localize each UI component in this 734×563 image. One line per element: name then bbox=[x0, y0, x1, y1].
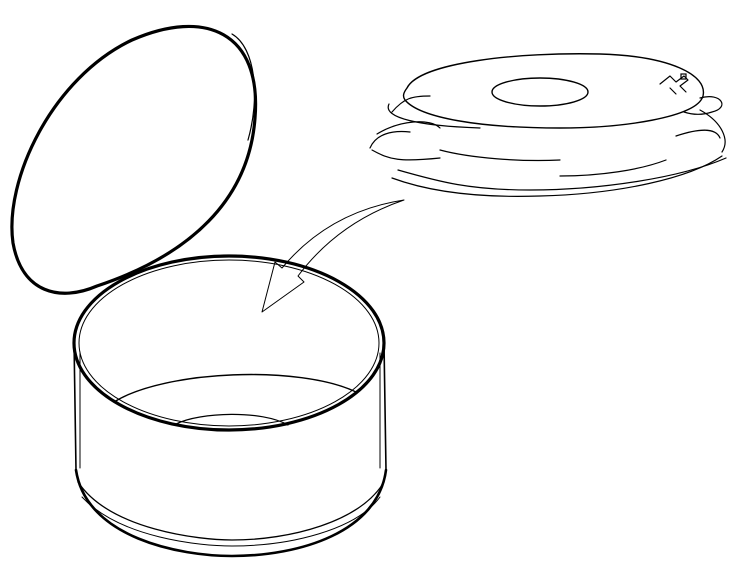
container-lid bbox=[10, 24, 258, 295]
insert-arrow-shape bbox=[261, 199, 405, 313]
container-base-band-2 bbox=[81, 496, 381, 547]
pad-layer-4 bbox=[369, 130, 411, 149]
pad-layer-7 bbox=[391, 155, 723, 197]
pad-layer-10 bbox=[675, 129, 721, 139]
container-base-curve bbox=[74, 468, 388, 558]
container-inner-bottom bbox=[175, 413, 289, 426]
container-body bbox=[72, 254, 388, 558]
pad-liner bbox=[369, 53, 727, 197]
pad-layer-1 bbox=[387, 103, 481, 129]
lid-outer-edge bbox=[10, 24, 258, 295]
container-wall-left bbox=[73, 339, 77, 471]
pad-center-hole bbox=[491, 77, 589, 107]
lid-rim-line bbox=[231, 33, 256, 141]
pad-layer-3 bbox=[376, 121, 441, 135]
pad-tab-square bbox=[680, 73, 687, 80]
container-rim bbox=[72, 254, 386, 432]
pad-layer-2 bbox=[391, 95, 431, 113]
pad-layer-9 bbox=[683, 96, 723, 115]
container-base-band bbox=[77, 481, 385, 541]
pad-tab bbox=[659, 75, 689, 95]
pad-layer-5 bbox=[371, 149, 441, 161]
container-wall-right bbox=[383, 342, 387, 471]
pad-top-face bbox=[402, 53, 705, 129]
container-floor-line bbox=[113, 373, 357, 403]
pad-layer-12 bbox=[559, 159, 667, 177]
insert-arrow bbox=[261, 199, 405, 313]
pad-layer-11 bbox=[439, 149, 561, 162]
pad-layer-6 bbox=[397, 157, 727, 191]
container-rim-inner bbox=[78, 259, 380, 427]
